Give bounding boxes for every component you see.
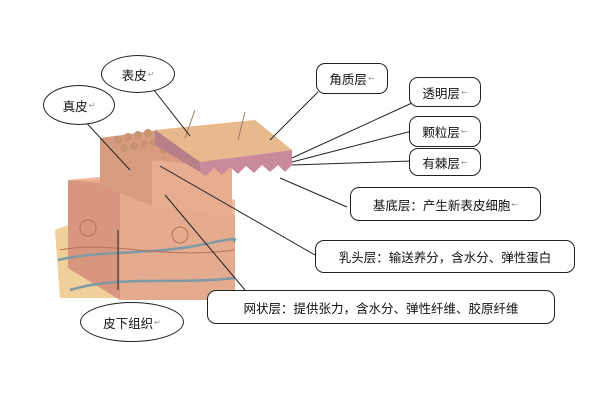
label-stratum-lucidum: 透明层← xyxy=(409,77,481,107)
label-epidermis: 表皮↵ xyxy=(101,55,175,93)
label-stratum-granulosum: 颗粒层← xyxy=(409,116,481,147)
label-stratum-corneum: 角质层← xyxy=(316,63,388,94)
label-reticular-layer: 网状层：提供张力，含水分、弹性纤维、胶原纤维 xyxy=(207,290,555,324)
label-dermis: 真皮↵ xyxy=(43,85,115,125)
label-subcutaneous: 皮下组织↵ xyxy=(80,302,184,342)
epidermis-top xyxy=(155,120,292,162)
label-stratum-basale: 基底层：产生新表皮细胞← xyxy=(350,187,541,221)
label-papillary-layer: 乳头层：输送养分，含水分、弹性蛋白 xyxy=(315,240,575,273)
leader-lines xyxy=(81,84,413,291)
blood-vessels xyxy=(57,237,237,292)
epidermis-side xyxy=(200,150,292,176)
label-stratum-spinosum: 有棘层← xyxy=(409,148,481,176)
